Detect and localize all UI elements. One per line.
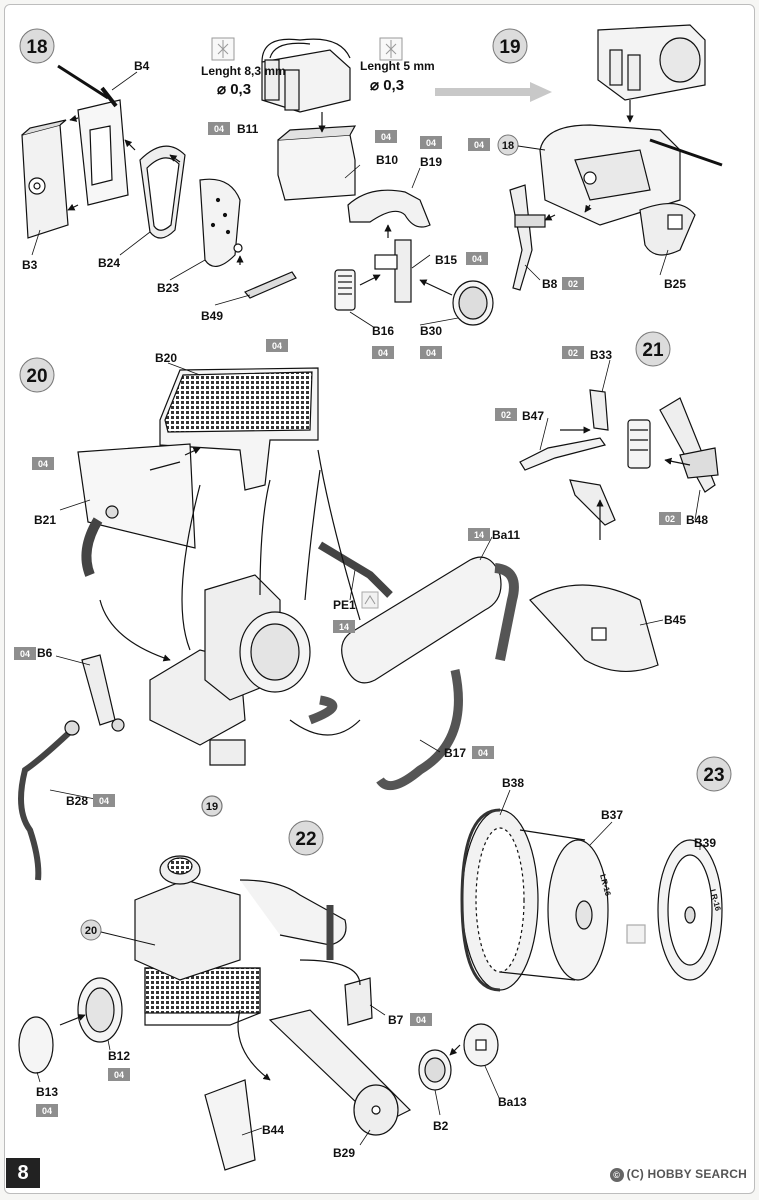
step-19-assembly — [509, 24, 723, 291]
photoetch-icon — [361, 591, 379, 609]
badge-B19: 04 — [426, 138, 436, 148]
label-B12: B12 — [108, 1049, 130, 1063]
watermark-logo-icon: © — [609, 1168, 624, 1182]
svg-text:20: 20 — [26, 366, 47, 387]
wire-icon-1 — [211, 37, 235, 61]
step-22-assembly — [18, 855, 499, 1171]
wire-icon-2 — [379, 37, 403, 61]
wire-note-length-1: Lenght 8,3 mm — [201, 64, 286, 78]
label-B11: B11 — [237, 122, 259, 136]
watermark-note: (C) — [626, 1167, 644, 1181]
label-B30: B30 — [420, 324, 442, 338]
label-Ba13: Ba13 — [498, 1095, 527, 1109]
ref-20: 20 — [80, 919, 156, 946]
badge-B30: 04 — [426, 348, 436, 358]
step-19-circle: 19 — [492, 28, 528, 64]
label-B44: B44 — [262, 1123, 284, 1137]
badge-B7: 04 — [416, 1015, 426, 1025]
step-22-circle: 22 — [288, 820, 324, 856]
paint-badges: 04 04 04 04 04 04 04 02 04 04 04 14 14 — [14, 122, 681, 1117]
step-20-circle: 20 — [19, 357, 55, 393]
badge-B12: 04 — [114, 1070, 124, 1080]
label-B37: B37 — [601, 808, 623, 822]
wire-note-dia-2: ⌀ 0,3 — [370, 77, 404, 94]
badge-B11: 04 — [214, 124, 224, 134]
watermark: ©(C) HOBBY SEARCH — [609, 1167, 747, 1182]
label-PE1: PE1 — [333, 598, 356, 612]
badge-B47: 02 — [501, 410, 511, 420]
label-B19: B19 — [420, 155, 442, 169]
step-20-assembly — [18, 367, 519, 881]
label-B33: B33 — [590, 348, 612, 362]
badge-PE1: 14 — [339, 622, 349, 632]
svg-text:22: 22 — [295, 829, 316, 850]
step-18-circle: 18 — [19, 28, 55, 64]
label-B21: B21 — [34, 513, 56, 527]
label-B48: B48 — [686, 513, 708, 527]
badge-B15: 04 — [472, 254, 482, 264]
svg-text:21: 21 — [642, 340, 664, 361]
step-arrow — [435, 82, 552, 102]
badge-step19: 04 — [474, 140, 484, 150]
label-B29: B29 — [333, 1146, 355, 1160]
label-B6: B6 — [37, 646, 53, 660]
badge-B13: 04 — [42, 1106, 52, 1116]
label-B3: B3 — [22, 258, 38, 272]
label-B4: B4 — [134, 59, 150, 73]
step-18b-assembly — [261, 38, 494, 326]
step-23-assembly — [460, 808, 723, 992]
badge-B28: 04 — [99, 796, 109, 806]
label-B28: B28 — [66, 794, 88, 808]
badge-B8: 02 — [568, 279, 578, 289]
badge-B21: 04 — [38, 459, 48, 469]
label-B24: B24 — [98, 256, 120, 270]
label-B25: B25 — [664, 277, 686, 291]
step-18-assembly — [21, 64, 297, 299]
label-B8: B8 — [542, 277, 558, 291]
svg-text:19: 19 — [499, 37, 520, 58]
label-B39: B39 — [694, 836, 716, 850]
badge-B33: 02 — [568, 348, 578, 358]
badge-B48: 02 — [665, 514, 675, 524]
badge-Ba11: 14 — [474, 530, 484, 540]
part-labels: B4 B3 B24 B23 B49 B11 B10 B19 B15 B16 B3… — [22, 59, 716, 1160]
label-B38: B38 — [502, 776, 524, 790]
label-B13: B13 — [36, 1085, 58, 1099]
ref-18: 18 — [497, 134, 546, 156]
svg-text:23: 23 — [703, 765, 724, 786]
label-B7: B7 — [388, 1013, 404, 1027]
svg-text:18: 18 — [26, 37, 47, 58]
wire-note-dia-1: ⌀ 0,3 — [217, 81, 251, 98]
badge-B17: 04 — [478, 748, 488, 758]
badge-B6: 04 — [20, 649, 30, 659]
wire-note-length-2: Lenght 5 mm — [360, 59, 435, 73]
watermark-text: HOBBY SEARCH — [647, 1167, 747, 1181]
label-B45: B45 — [664, 613, 686, 627]
label-B23: B23 — [157, 281, 179, 295]
label-B17: B17 — [444, 746, 466, 760]
svg-text:18: 18 — [502, 140, 514, 152]
ref-19: 19 — [206, 801, 218, 813]
label-B15: B15 — [435, 253, 457, 267]
badge-B20: 04 — [272, 341, 282, 351]
page-number: 8 — [6, 1158, 40, 1188]
label-B10: B10 — [376, 153, 398, 167]
label-B47: B47 — [522, 409, 544, 423]
svg-text:20: 20 — [85, 925, 97, 937]
label-B49: B49 — [201, 309, 223, 323]
leader-lines — [31, 71, 701, 1146]
label-B16: B16 — [372, 324, 394, 338]
step-21-circle: 21 — [635, 331, 671, 367]
badge-B16: 04 — [378, 348, 388, 358]
step-23-circle: 23 — [696, 756, 732, 792]
label-B20: B20 — [155, 351, 177, 365]
step-21-assembly — [519, 389, 719, 673]
label-Ba11: Ba11 — [492, 528, 520, 542]
badge-B10: 04 — [381, 132, 391, 142]
label-B2: B2 — [433, 1119, 449, 1133]
